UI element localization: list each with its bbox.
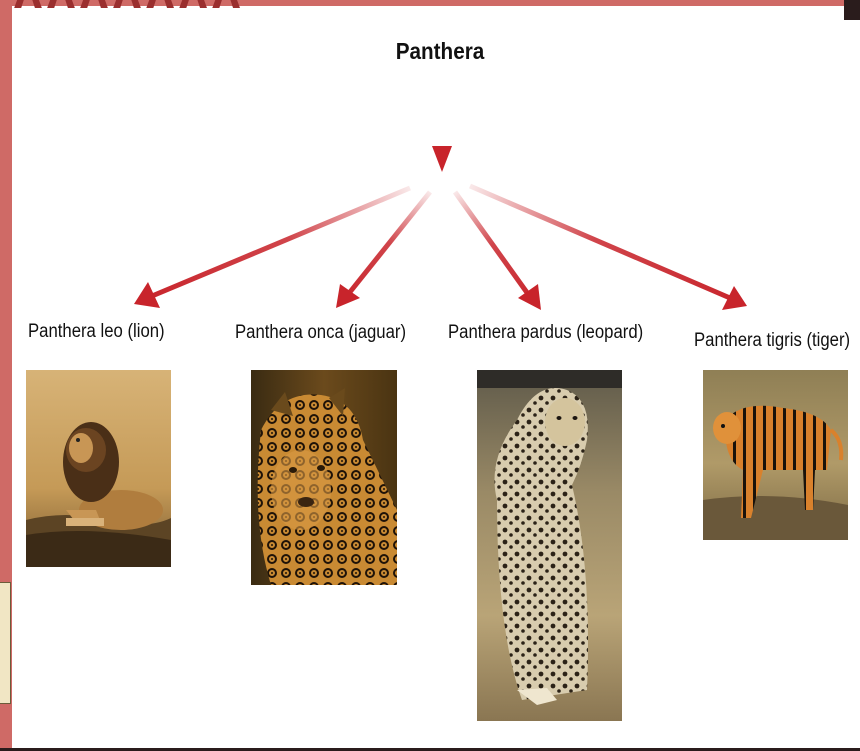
- arrow-to-jaguar: [336, 190, 432, 308]
- corner-block: [844, 0, 860, 20]
- left-frame-band: [0, 0, 12, 751]
- species-label-tiger: Panthera tigris (tiger): [694, 330, 851, 351]
- arrow-root-down: [432, 78, 452, 172]
- species-label-lion: Panthera leo (lion): [28, 321, 165, 342]
- top-frame-band: [0, 0, 860, 6]
- arrow-to-lion: [134, 185, 411, 308]
- tiger-photo: [703, 370, 848, 540]
- side-note-box: [0, 582, 11, 704]
- leopard-photo: [477, 370, 622, 721]
- genus-label: Panthera: [395, 38, 485, 64]
- cropped-heading-art: ΛΛΛΛΛΛΛ: [12, 0, 382, 8]
- arrow-to-tiger: [469, 183, 747, 310]
- species-label-leopard: Panthera pardus (leopard): [448, 322, 644, 343]
- species-label-jaguar: Panthera onca (jaguar): [235, 322, 407, 343]
- arrow-to-leopard: [452, 190, 541, 310]
- jaguar-photo: [251, 370, 397, 585]
- lion-photo: [26, 370, 171, 567]
- bottom-frame-band: [0, 748, 860, 751]
